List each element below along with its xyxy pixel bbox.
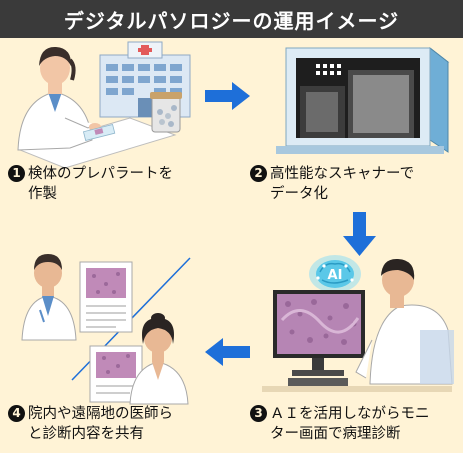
doctor-figure <box>17 46 116 151</box>
page-title: デジタルパソロジーの運用イメージ <box>63 8 400 33</box>
remote-doctor-a <box>21 254 133 341</box>
step3-line2: ター画面で病理診断 <box>270 426 401 442</box>
step3-number: 3 <box>250 405 267 422</box>
step1-line2: 作製 <box>28 186 57 202</box>
monitor-icon <box>273 290 365 386</box>
ai-badge-text: AI <box>328 268 343 283</box>
doctor-back-figure <box>355 258 454 385</box>
specimen-jar-icon <box>150 92 182 133</box>
remote-doctor-b <box>89 313 189 405</box>
step3-line1: ＡＩを活用しながらモニ <box>270 406 430 422</box>
step2-number: 2 <box>250 165 267 182</box>
arrow-step2-to-step3 <box>343 212 376 256</box>
desk-surface <box>262 386 452 392</box>
step4-line2: と診断内容を共有 <box>28 426 144 442</box>
title-bar: デジタルパソロジーの運用イメージ <box>0 0 463 38</box>
step1-number: 1 <box>8 165 25 182</box>
step4-line1: 院内や遠隔地の医師ら <box>28 406 173 422</box>
step1-line1: 検体のプレパラートを <box>28 166 173 182</box>
step4-number: 4 <box>8 405 25 422</box>
arrow-step3-to-step4 <box>205 338 250 366</box>
arrow-step1-to-step2 <box>205 82 250 110</box>
step4-illustration <box>21 254 191 405</box>
step3-illustration: AI <box>262 255 454 392</box>
scanner-illustration <box>276 46 450 154</box>
step2-line2: データ化 <box>270 186 328 202</box>
step2-line1: 高性能なスキャナーで <box>270 166 415 182</box>
step1-illustration <box>17 41 191 169</box>
ai-brain-icon: AI <box>309 255 361 293</box>
